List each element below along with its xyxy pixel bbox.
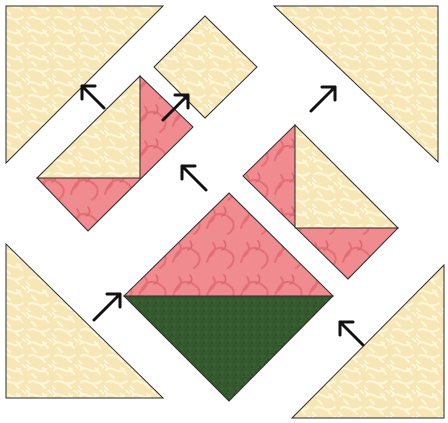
half-square-unit-right-cream [295, 125, 398, 228]
center-green-triangle [124, 296, 333, 401]
arrow-bottom-right [340, 322, 363, 345]
cream-triangle-bottom-left [6, 244, 163, 398]
arrow-center-up [182, 166, 206, 190]
arrow-top-right-triangle [311, 87, 335, 111]
cream-square-top-center [154, 16, 257, 118]
arrow-bottom-left [94, 294, 120, 320]
arrow-top-left-unit [82, 86, 104, 108]
